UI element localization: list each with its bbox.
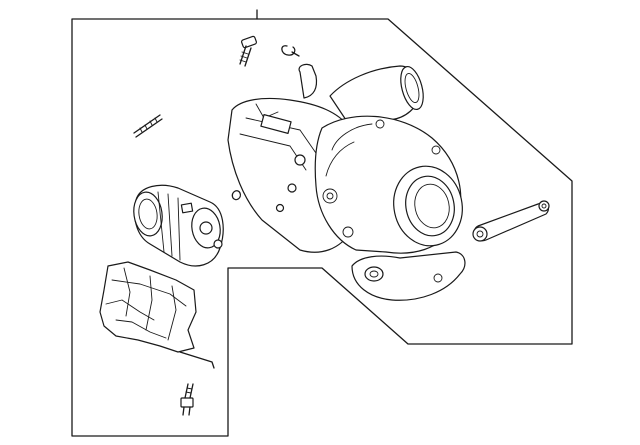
retaining-clip <box>281 45 300 57</box>
assembly-frame <box>71 9 573 437</box>
small-clip <box>231 190 242 201</box>
support-bracket <box>472 200 550 242</box>
mounting-bolt-top <box>239 35 257 67</box>
wastegate-actuator <box>133 184 224 267</box>
stud-bottom <box>180 383 194 416</box>
stud-left <box>133 114 163 138</box>
turbocharger-assembly <box>227 63 466 301</box>
heat-shield <box>99 261 215 369</box>
